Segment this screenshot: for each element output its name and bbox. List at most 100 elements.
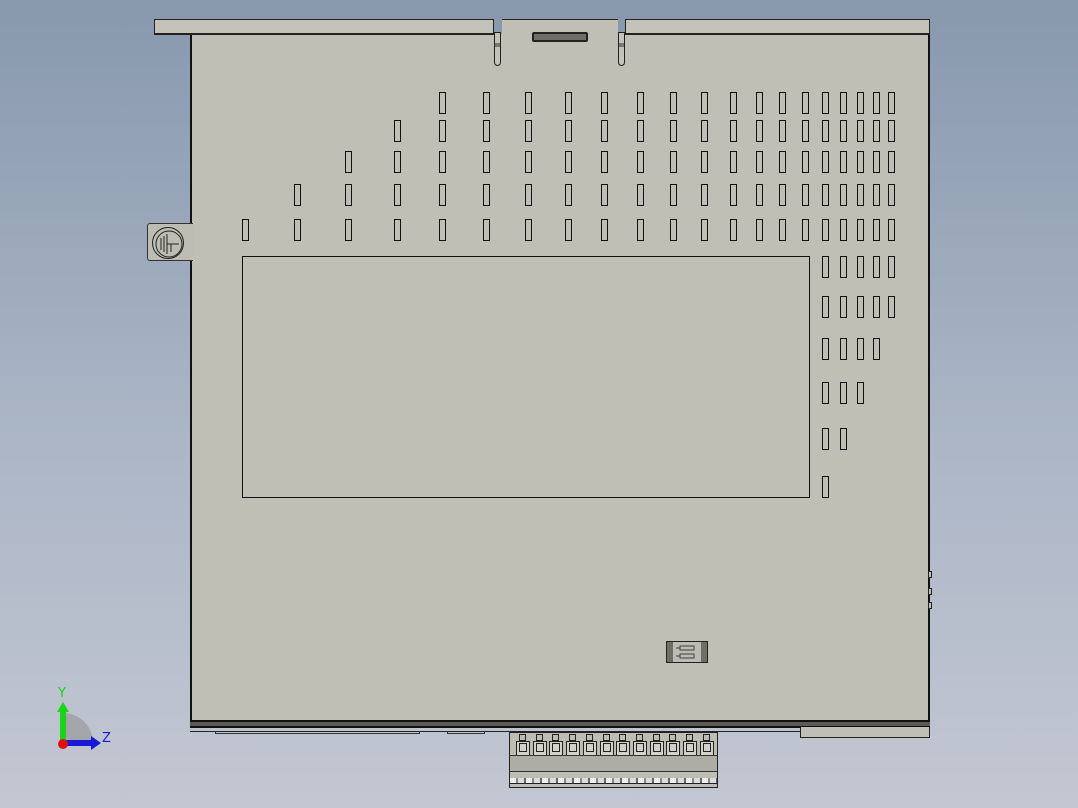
terminal-nub [652,734,660,741]
vent-slot [525,92,532,114]
vent-slot [525,184,532,206]
vent-slot [840,120,847,142]
vent-slot [888,219,895,241]
terminal-pin [532,741,547,756]
vent-slot [840,296,847,318]
side-clip-3 [928,602,932,609]
vent-slot [701,219,708,241]
vent-slot [756,151,763,173]
display-window-recess [242,256,810,498]
vent-slot [822,296,829,318]
vent-slot [525,120,532,142]
release-latch-slot [532,32,588,42]
vent-slot [857,256,864,278]
vent-slot [394,184,401,206]
terminal-nub [702,734,710,741]
vent-slot [802,92,809,114]
terminal-nub [635,734,643,741]
vent-slot [779,184,786,206]
vent-slot [601,92,608,114]
base-foot-right [800,727,930,738]
vent-slot [840,151,847,173]
vent-slot [601,151,608,173]
terminal-pin [582,741,597,756]
terminal-nub [535,734,543,741]
vent-slot [294,219,301,241]
side-clip-2 [928,588,932,595]
vent-slot [873,151,880,173]
vent-slot [822,120,829,142]
vent-slot [822,476,829,498]
vent-slot [873,184,880,206]
vent-slot [857,219,864,241]
vent-slot [840,256,847,278]
vent-slot [439,219,446,241]
vent-slot [840,184,847,206]
x-axis-dot [58,739,68,749]
vent-slot [822,338,829,360]
terminal-pin [599,741,614,756]
vent-slot [888,92,895,114]
vent-slot [888,256,895,278]
base-lip [190,727,930,732]
terminal-nub [519,734,526,741]
base-foot-left [215,731,420,734]
z-axis-arrow [63,740,93,746]
terminal-screw-strip [510,778,717,784]
vent-slot [802,184,809,206]
vent-slot [394,219,401,241]
vent-slot [857,338,864,360]
vent-slot [822,184,829,206]
vent-slot [822,151,829,173]
vent-slot [730,151,737,173]
dip-switch-label [666,641,708,663]
vent-slot [670,184,677,206]
y-axis-arrow [60,710,66,743]
terminal-nub [602,734,610,741]
vent-slot [730,120,737,142]
vent-slot [701,92,708,114]
vent-slot [439,184,446,206]
vent-slot [565,151,572,173]
vent-slot [483,219,490,241]
vent-slot [756,184,763,206]
vent-slot [601,184,608,206]
vent-slot [670,120,677,142]
vent-slot [637,184,644,206]
vent-slot [840,338,847,360]
vent-slot [802,219,809,241]
vent-slot [756,219,763,241]
vent-slot [565,184,572,206]
vent-slot [802,120,809,142]
vent-slot [345,151,352,173]
terminal-pin [649,741,664,756]
terminal-pin [549,741,564,756]
vent-slot [802,151,809,173]
vent-slot [483,120,490,142]
vent-slot [525,151,532,173]
vent-slot [670,219,677,241]
terminal-nub [585,734,593,741]
latch-housing [502,19,618,39]
vent-slot [756,120,763,142]
terminal-block-connector [509,732,718,788]
vent-slot [730,92,737,114]
terminal-pin [516,741,530,756]
vent-slot [888,151,895,173]
vent-slot [822,428,829,450]
vent-slot [873,92,880,114]
latch-hook-right [618,32,625,66]
vent-slot [822,256,829,278]
vent-slot [601,219,608,241]
vent-slot [857,184,864,206]
vent-slot [525,219,532,241]
vent-slot [345,219,352,241]
vent-slot [483,184,490,206]
vent-slot [345,184,352,206]
vent-slot [756,92,763,114]
vent-slot [483,151,490,173]
terminal-pin [683,741,697,756]
vent-slot [394,120,401,142]
vent-slot [637,219,644,241]
vent-slot [779,219,786,241]
